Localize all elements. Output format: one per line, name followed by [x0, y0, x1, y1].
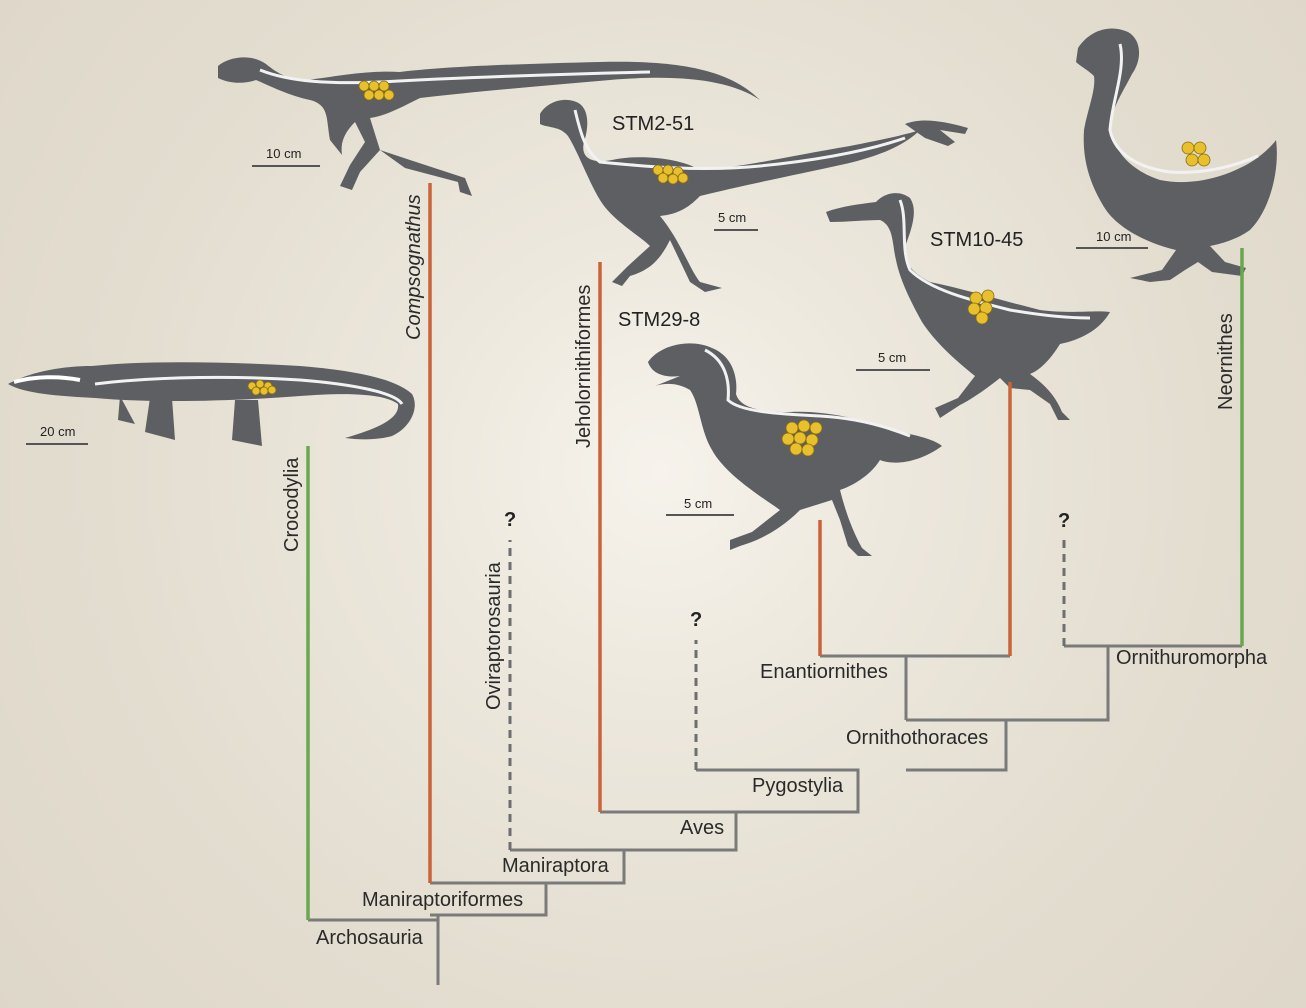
- label-oviraptorosauria: Oviraptorosauria: [483, 561, 505, 710]
- chicken-silhouette: [1076, 28, 1277, 283]
- chicken-egg-cluster: [1181, 141, 1211, 167]
- svg-text:5 cm: 5 cm: [878, 350, 906, 365]
- scale-bar-compsognathus: 10 cm: [252, 146, 320, 167]
- label-stm10-45: STM10-45: [930, 229, 1023, 251]
- stm29-8-silhouette: [648, 343, 942, 556]
- stm10-45-egg-cluster: [967, 289, 995, 325]
- svg-text:5 cm: 5 cm: [718, 210, 746, 225]
- unknown-marker-pygostylia: ?: [690, 609, 702, 631]
- label-maniraptoriformes: Maniraptoriformes: [362, 889, 523, 911]
- tree-branches: [306, 644, 1242, 985]
- svg-text:5 cm: 5 cm: [684, 496, 712, 511]
- label-pygostylia: Pygostylia: [752, 775, 844, 797]
- label-stm29-8: STM29-8: [618, 309, 700, 331]
- unknown-marker-ornithuromorpha: ?: [1058, 510, 1070, 532]
- label-archosauria: Archosauria: [316, 927, 424, 949]
- label-ornithuromorpha: Ornithuromorpha: [1116, 647, 1268, 669]
- crocodile-egg-cluster: [247, 379, 277, 396]
- scale-bar-stm10-45: 5 cm: [856, 350, 930, 371]
- svg-text:10 cm: 10 cm: [1096, 229, 1131, 244]
- label-maniraptora: Maniraptora: [502, 855, 610, 877]
- stm2-51-silhouette: [540, 99, 968, 292]
- scale-bar-crocodile: 20 cm: [26, 424, 88, 445]
- compsognathus-egg-cluster: [358, 80, 395, 101]
- label-stm2-51: STM2-51: [612, 113, 694, 135]
- stm2-51-egg-cluster: [652, 164, 689, 185]
- scale-bar-chicken: 10 cm: [1076, 229, 1148, 249]
- label-neornithes: Neornithes: [1215, 313, 1237, 410]
- label-aves: Aves: [680, 817, 724, 839]
- compsognathus-silhouette: [218, 57, 760, 196]
- label-enantiornithes: Enantiornithes: [760, 661, 888, 683]
- label-jeholornithiformes: Jeholornithiformes: [573, 285, 595, 448]
- svg-text:20 cm: 20 cm: [40, 424, 75, 439]
- label-ornithothoraces: Ornithothoraces: [846, 727, 988, 749]
- scale-bar-stm29-8: 5 cm: [666, 496, 734, 516]
- label-compsognathus: Compsognathus: [403, 194, 425, 340]
- svg-text:10 cm: 10 cm: [266, 146, 301, 161]
- crocodile-silhouette: [8, 362, 415, 446]
- unknown-marker-oviraptorosauria: ?: [504, 509, 516, 531]
- stm29-8-egg-cluster: [781, 419, 823, 457]
- stm10-45-silhouette: [826, 193, 1110, 420]
- scale-bar-stm2-51: 5 cm: [714, 210, 758, 231]
- label-crocodylia: Crocodylia: [281, 457, 303, 552]
